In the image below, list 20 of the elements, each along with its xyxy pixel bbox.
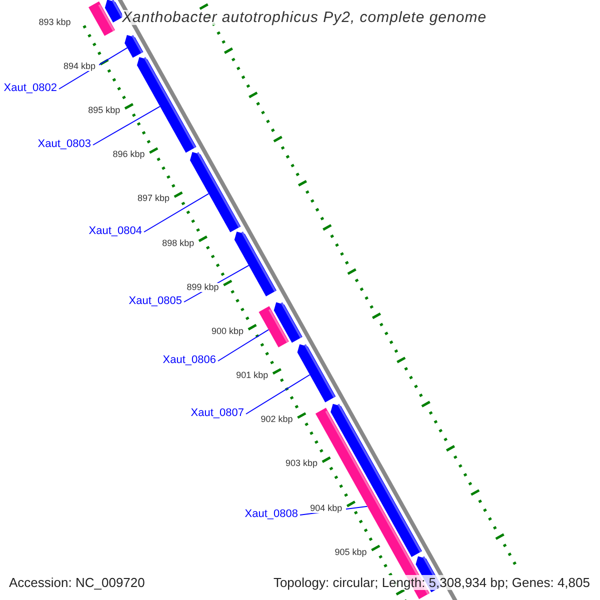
leader-line [58, 47, 128, 90]
gene-feature [297, 344, 336, 402]
map-title: Xanthobacter autotrophicus Py2, complete genome [122, 10, 487, 25]
leader-line [144, 193, 210, 232]
leader-line [218, 329, 270, 362]
gene-label: Xaut_0803 [38, 139, 91, 150]
gene-label: Xaut_0804 [88, 226, 142, 237]
leader-line [92, 106, 160, 146]
gene-label: Xaut_0805 [128, 296, 182, 307]
gene-feature [274, 302, 302, 343]
gene-feature [124, 34, 144, 58]
accession-text: Accession: NC_009720 [8, 575, 146, 590]
leader-line [246, 374, 310, 414]
gene-feature [190, 152, 241, 232]
genome-stats-text: Topology: circular; Length: 5,308,934 bp; Genes: 4,805 [272, 575, 591, 590]
gene-label: Xaut_0806 [162, 355, 216, 366]
gene-label: Xaut_0802 [4, 83, 57, 94]
gene-label: Xaut_0808 [244, 509, 298, 520]
gene-feature [234, 232, 276, 296]
gene-label: Xaut_0807 [190, 408, 244, 419]
